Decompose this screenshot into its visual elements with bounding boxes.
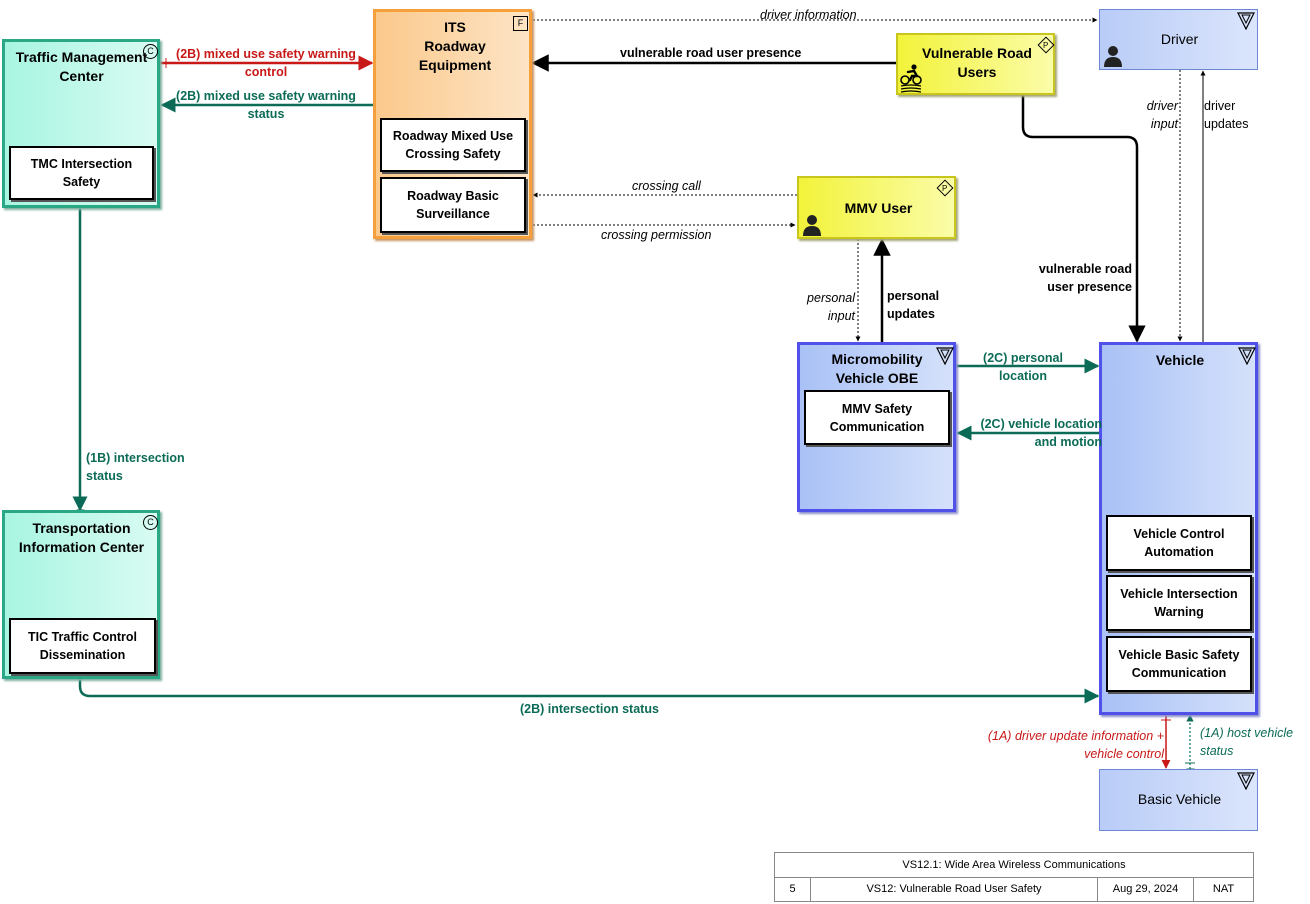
diagram-title: VS12.1: Wide Area Wireless Communication…: [775, 853, 1253, 878]
label-its-tmc-status: (2B) mixed use safety warning status: [176, 89, 356, 121]
label-intersection-status-2b: (2B) intersection status: [520, 702, 659, 716]
vehicle-object-control-automation[interactable]: Vehicle Control Automation: [1106, 515, 1252, 571]
terminator-triangle-icon: [1237, 12, 1255, 30]
node-vulnerable-road-users[interactable]: Vulnerable Road Users P: [896, 33, 1055, 95]
label-tmc-its-control: (2B) mixed use safety warning control: [176, 47, 356, 79]
label-vru-its-presence: vulnerable road user presence: [620, 46, 802, 60]
terminator-triangle-icon: [1238, 347, 1256, 365]
mmv-obe-title: Micromobility Vehicle OBE: [831, 351, 923, 386]
tmc-title: Traffic Management Center: [15, 49, 148, 84]
label-host-vehicle-status: (1A) host vehicle status: [1200, 726, 1294, 758]
person-icon: [1104, 46, 1122, 67]
vehicle-object-intersection-warning[interactable]: Vehicle Intersection Warning: [1106, 575, 1252, 631]
flow-vru-vehicle-presence: [1021, 95, 1146, 343]
service-package-name: VS12: Vulnerable Road User Safety: [811, 877, 1098, 902]
diagram-org: NAT: [1212, 883, 1235, 895]
diagram-date: Aug 29, 2024: [1098, 877, 1194, 902]
tic-object-traffic-control-dissemination[interactable]: TIC Traffic Control Dissemination: [9, 618, 156, 674]
title-block: VS12.1: Wide Area Wireless Communication…: [774, 852, 1254, 902]
mmv-user-person-badge: P: [936, 179, 954, 197]
its-field-badge: F: [513, 16, 528, 31]
node-micromobility-vehicle-obe[interactable]: Micromobility Vehicle OBE MMV Safety Com…: [797, 342, 956, 512]
mmv-obe-object-safety-communication[interactable]: MMV Safety Communication: [804, 390, 950, 445]
tic-title: Transportation Information Center: [18, 520, 145, 555]
node-vehicle[interactable]: Vehicle Vehicle Control Automation Vehic…: [1099, 342, 1258, 715]
vru-title: Vulnerable Road Users: [922, 45, 1032, 80]
label-crossing-call: crossing call: [632, 179, 701, 193]
label-personal-updates: personal updates: [887, 289, 940, 321]
label-driver-information: driver information: [760, 8, 857, 22]
tic-center-badge: C: [143, 515, 158, 530]
tmc-object-intersection-safety[interactable]: TMC Intersection Safety: [9, 146, 154, 200]
label-vru-vehicle-presence: vulnerable road user presence: [1038, 262, 1132, 294]
label-driver-input: driver input: [1146, 99, 1178, 131]
label-personal-location: (2C) personal location: [983, 351, 1063, 383]
terminator-triangle-icon: [936, 347, 954, 365]
node-traffic-management-center[interactable]: Traffic Management Center C TMC Intersec…: [2, 39, 160, 208]
label-personal-input: personal input: [807, 291, 855, 323]
label-driver-update-control: (1A) driver update information + vehicle…: [987, 729, 1164, 761]
page-number: 5: [775, 877, 811, 902]
flow-intersection-status-2b: [78, 679, 1100, 704]
vehicle-title: Vehicle: [1155, 352, 1205, 368]
vehicle-object-basic-safety-communication[interactable]: Vehicle Basic Safety Communication: [1106, 636, 1252, 692]
node-mmv-user[interactable]: MMV User P: [797, 176, 956, 239]
label-driver-updates: driver updates: [1204, 99, 1249, 131]
mmv-user-title: MMV User: [844, 200, 913, 216]
cyclist-icon: [900, 64, 922, 93]
node-basic-vehicle[interactable]: Basic Vehicle: [1099, 769, 1258, 831]
its-object-mixed-use-crossing[interactable]: Roadway Mixed Use Crossing Safety: [380, 118, 526, 172]
driver-title: Driver: [1160, 31, 1199, 47]
terminator-triangle-icon: [1237, 772, 1255, 790]
node-its-roadway-equipment[interactable]: ITS Roadway Equipment F Roadway Mixed Us…: [373, 9, 532, 239]
node-transportation-information-center[interactable]: Transportation Information Center C TIC …: [2, 510, 160, 679]
person-icon: [803, 215, 821, 236]
its-object-basic-surveillance[interactable]: Roadway Basic Surveillance: [380, 177, 526, 233]
label-crossing-permission: crossing permission: [601, 228, 712, 242]
basic-vehicle-title: Basic Vehicle: [1137, 791, 1222, 807]
its-title: ITS Roadway Equipment: [418, 19, 492, 73]
label-intersection-status-1b: (1B) intersection status: [86, 451, 185, 483]
tmc-center-badge: C: [143, 44, 158, 59]
node-driver[interactable]: Driver: [1099, 9, 1258, 70]
label-vehicle-location: (2C) vehicle location and motion: [980, 417, 1102, 449]
